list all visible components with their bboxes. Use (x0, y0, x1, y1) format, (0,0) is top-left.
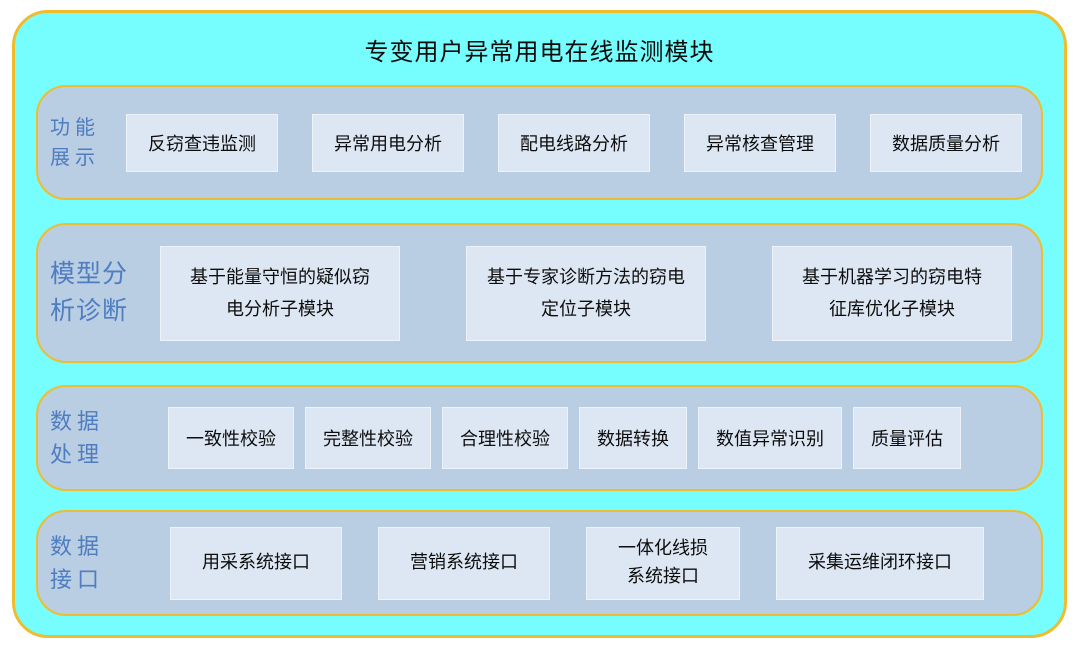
module-box: 基于能量守恒的疑似窃 电分析子模块 (160, 245, 400, 341)
row-model-analysis-diagnosis: 模型分 析诊断 基于能量守恒的疑似窃 电分析子模块 基于专家诊断方法的窃电 定位… (36, 223, 1043, 363)
row-data-processing: 数据 处理 一致性校验 完整性校验 合理性校验 数据转换 数值异常识别 质量评估 (36, 385, 1043, 491)
module-box: 配电线路分析 (498, 113, 650, 172)
module-box: 反窃查违监测 (126, 113, 278, 172)
row-label: 模型分 析诊断 (50, 259, 129, 326)
row-data-interface: 数据 接口 用采系统接口 营销系统接口 一体化线损 系统接口 采集运维闭环接口 (36, 510, 1043, 616)
row-items: 一致性校验 完整性校验 合理性校验 数据转换 数值异常识别 质量评估 (168, 407, 1027, 469)
module-box: 一体化线损 系统接口 (586, 526, 740, 600)
module-box: 完整性校验 (305, 407, 431, 469)
module-box: 一致性校验 (168, 407, 294, 469)
module-box: 数据转换 (579, 407, 687, 469)
row-label: 数据 处理 (50, 409, 105, 467)
module-box: 合理性校验 (442, 407, 568, 469)
diagram-canvas: 专变用户异常用电在线监测模块 功能 展示 反窃查违监测 异常用电分析 配电线路分… (12, 10, 1067, 638)
module-box: 异常核查管理 (684, 113, 836, 172)
module-box: 营销系统接口 (378, 526, 550, 600)
module-box: 基于机器学习的窃电特 征库优化子模块 (772, 245, 1012, 341)
module-box: 数据质量分析 (870, 113, 1022, 172)
module-box: 采集运维闭环接口 (776, 526, 984, 600)
row-label: 功能 展示 (50, 116, 100, 169)
module-box: 基于专家诊断方法的窃电 定位子模块 (466, 245, 706, 341)
row-label: 数据 接口 (50, 534, 105, 592)
module-box: 异常用电分析 (312, 113, 464, 172)
module-box: 数值异常识别 (698, 407, 842, 469)
module-box: 质量评估 (853, 407, 961, 469)
row-items: 基于能量守恒的疑似窃 电分析子模块 基于专家诊断方法的窃电 定位子模块 基于机器… (160, 245, 1027, 341)
row-items: 用采系统接口 营销系统接口 一体化线损 系统接口 采集运维闭环接口 (170, 526, 1027, 600)
row-items: 反窃查违监测 异常用电分析 配电线路分析 异常核查管理 数据质量分析 (126, 113, 1027, 172)
diagram-title: 专变用户异常用电在线监测模块 (364, 38, 715, 66)
row-function-display: 功能 展示 反窃查违监测 异常用电分析 配电线路分析 异常核查管理 数据质量分析 (36, 85, 1043, 200)
module-box: 用采系统接口 (170, 526, 342, 600)
